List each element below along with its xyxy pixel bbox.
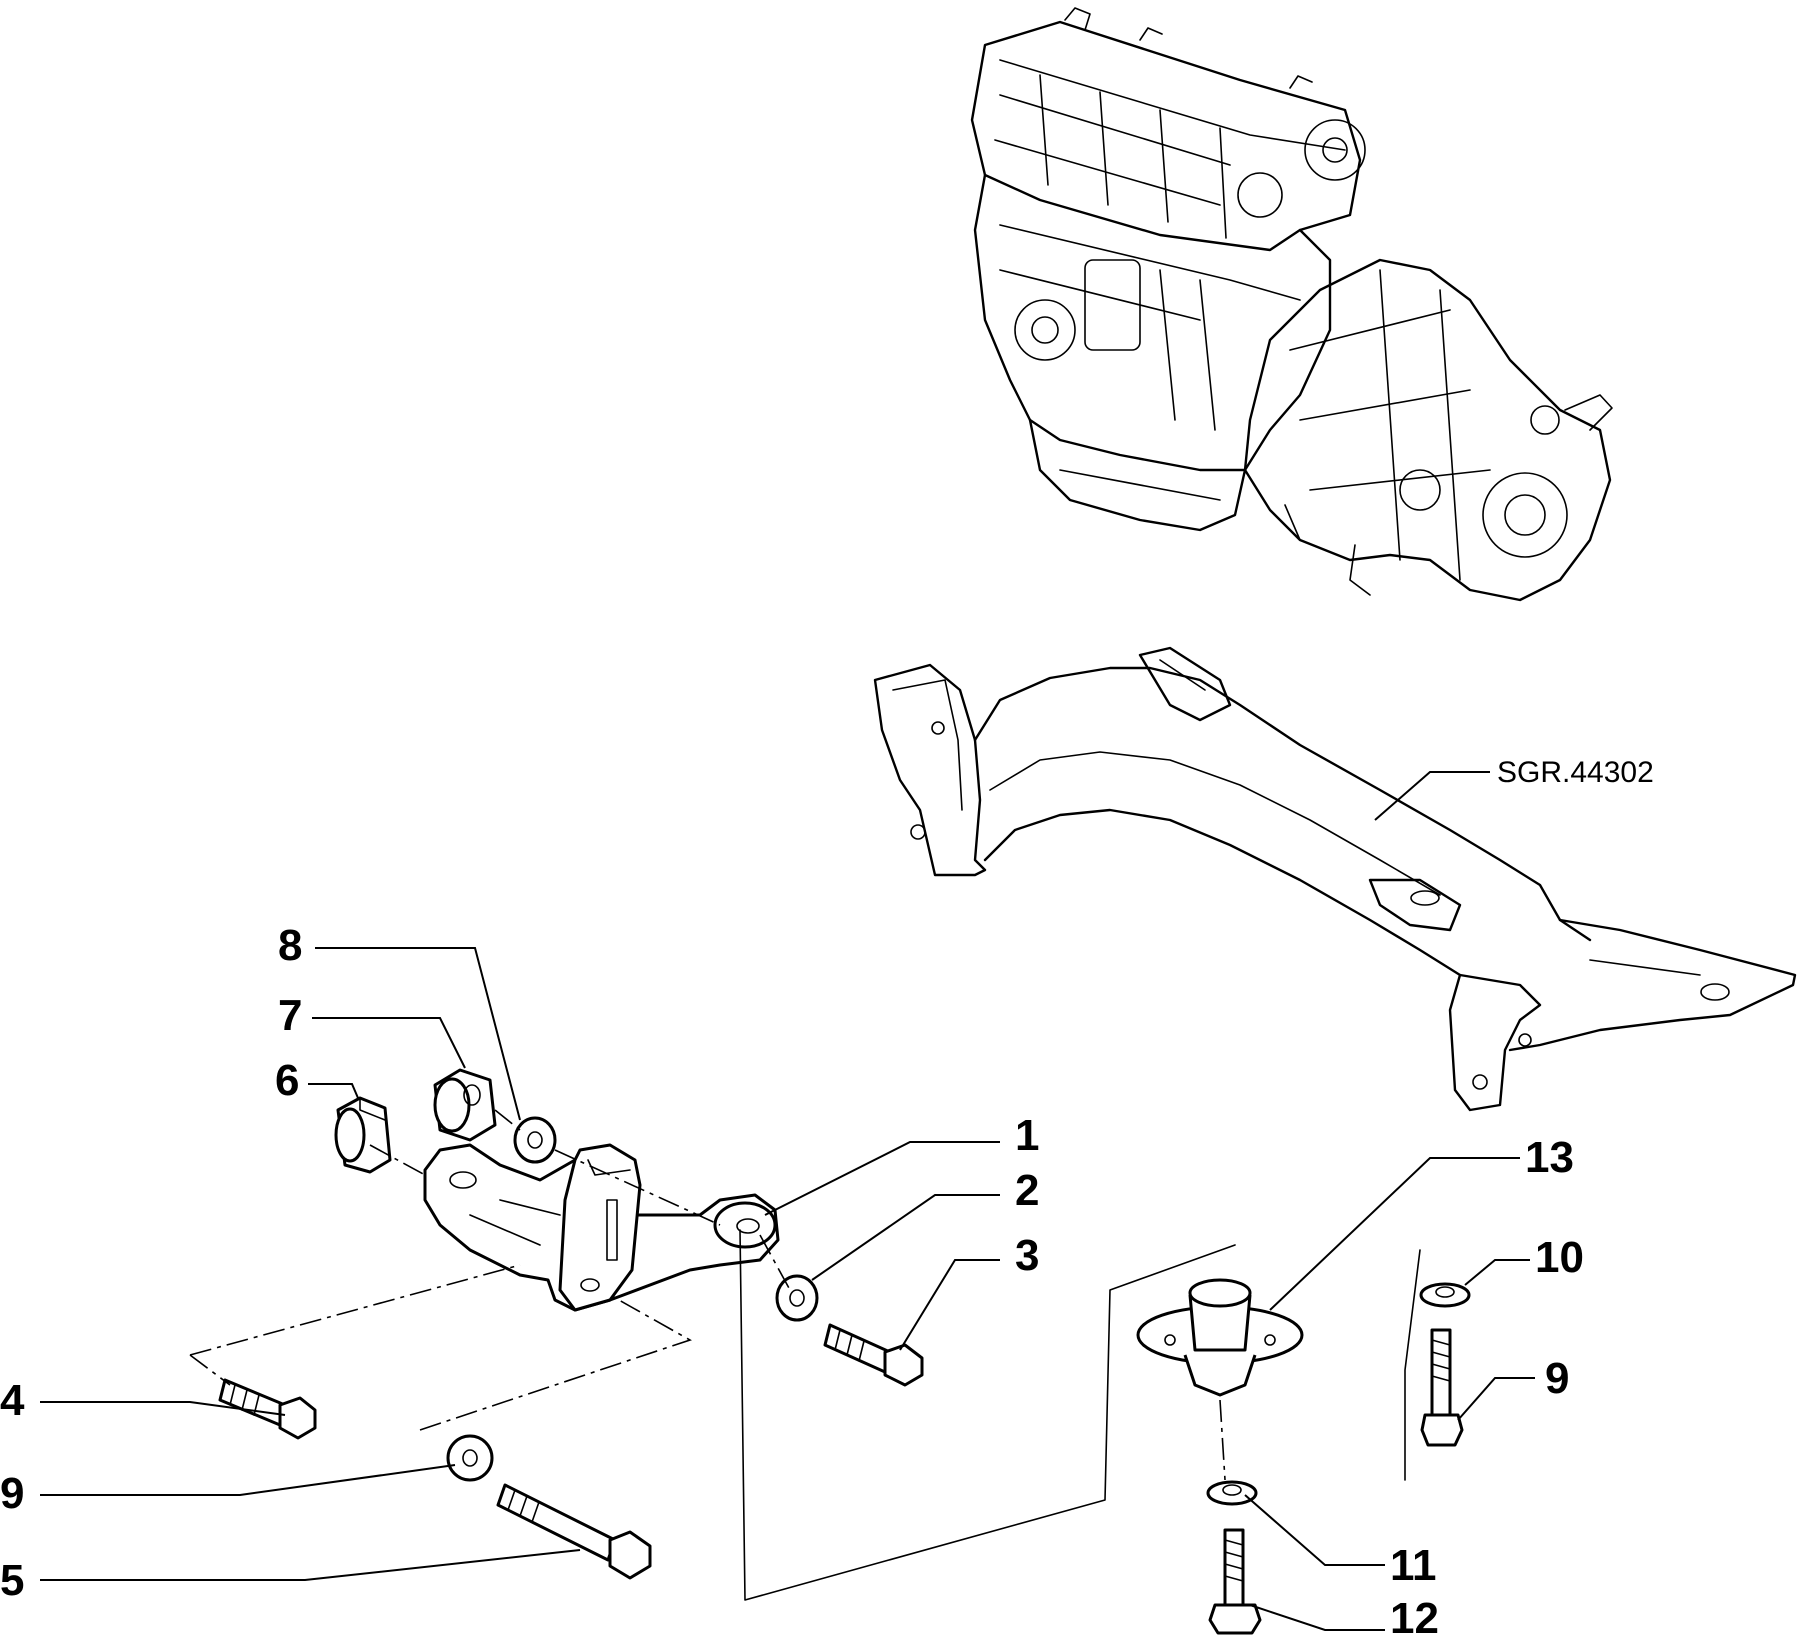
callout-4: 4 bbox=[0, 1376, 25, 1425]
bolt-part-12 bbox=[1208, 1528, 1262, 1635]
assembly-axis-lines bbox=[189, 1109, 1421, 1601]
callout-11: 11 bbox=[1390, 1541, 1437, 1590]
callout-8: 8 bbox=[278, 921, 302, 970]
callout-12: 12 bbox=[1390, 1594, 1439, 1637]
engine-mount-part-13 bbox=[1136, 1278, 1304, 1397]
leader-lines bbox=[40, 771, 1535, 1631]
nut-part-10 bbox=[1419, 1282, 1471, 1308]
bolt-part-9-right bbox=[1420, 1328, 1464, 1447]
callout-13: 13 bbox=[1525, 1133, 1574, 1182]
bush-part-7 bbox=[433, 1068, 497, 1142]
callout-9-left: 9 bbox=[0, 1469, 24, 1518]
bolt-part-5 bbox=[496, 1483, 652, 1580]
callout-2: 2 bbox=[1015, 1166, 1039, 1215]
callout-5: 5 bbox=[0, 1556, 24, 1605]
nut-part-11 bbox=[1206, 1480, 1258, 1506]
callout-7: 7 bbox=[278, 991, 302, 1040]
washer-part-2 bbox=[775, 1274, 819, 1322]
engine-gearbox-illustration bbox=[970, 7, 1613, 602]
washer-part-8 bbox=[513, 1116, 557, 1164]
callout-3: 3 bbox=[1015, 1231, 1039, 1280]
callout-10: 10 bbox=[1535, 1233, 1584, 1282]
reference-code: SGR.44302 bbox=[1497, 756, 1654, 789]
callout-1: 1 bbox=[1015, 1111, 1039, 1160]
washer-part-9-left bbox=[446, 1434, 494, 1482]
bushing-part-6 bbox=[334, 1096, 392, 1174]
subframe-illustration bbox=[873, 646, 1797, 1112]
bolt-part-3 bbox=[823, 1323, 924, 1387]
callout-6: 6 bbox=[275, 1056, 299, 1105]
mounting-bracket bbox=[423, 1143, 780, 1312]
callout-9-right: 9 bbox=[1545, 1354, 1569, 1403]
